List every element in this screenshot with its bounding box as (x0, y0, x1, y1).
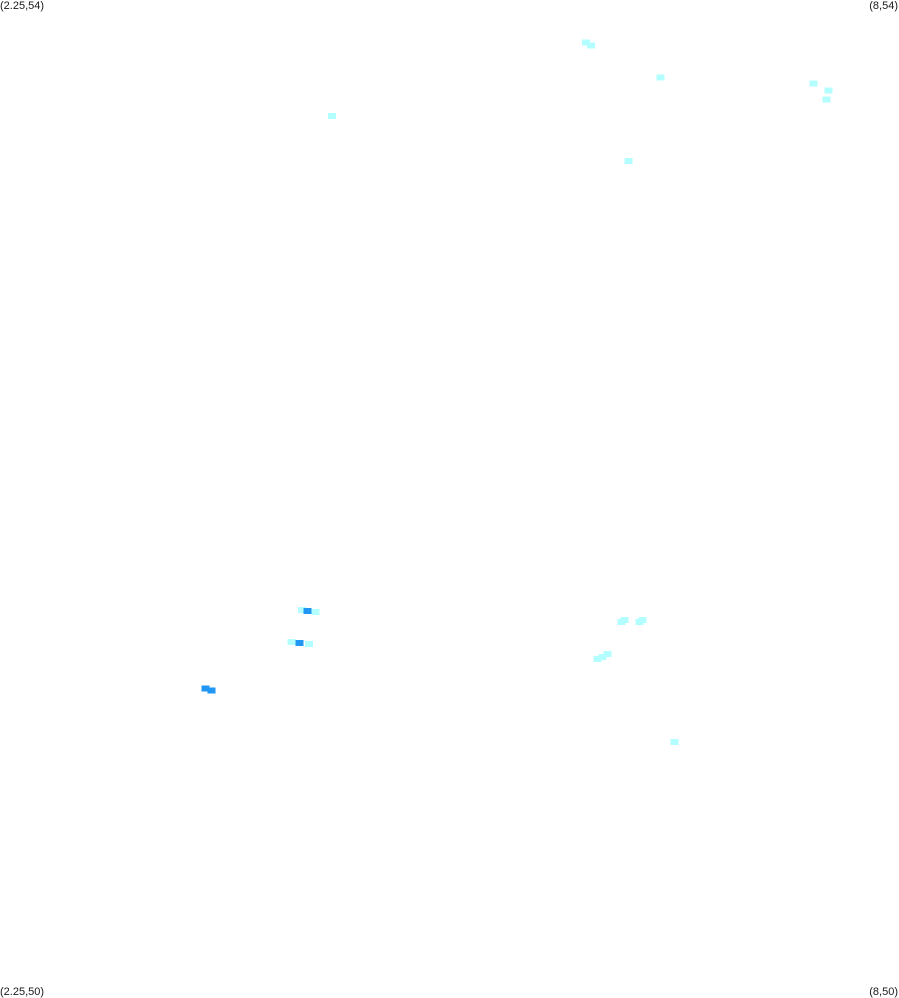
corner-label-bottom-right: (8,50) (869, 986, 898, 998)
raster-cell-low (824, 87, 833, 94)
raster-cell-low (586, 42, 595, 49)
raster-cell-low (598, 654, 607, 661)
raster-cell-high (295, 639, 304, 646)
corner-label-top-left: (2.25,54) (0, 0, 45, 12)
raster-cell-low (297, 607, 306, 614)
raster-cell-low (670, 739, 679, 745)
raster-cell-low (603, 651, 612, 658)
raster-cell-low (822, 96, 831, 103)
corner-label-bottom-left: (2.25,50) (0, 986, 45, 998)
raster-cell-low (304, 640, 313, 647)
raster-cell-low (593, 656, 602, 663)
raster-cell-low (638, 617, 647, 623)
corner-label-top-right: (8,54) (869, 0, 898, 12)
raster-cell-low (620, 617, 629, 623)
raster-cell-low (581, 39, 590, 46)
raster-cell-low (656, 74, 665, 81)
raster-cell-low (327, 113, 336, 119)
raster-cell-high (201, 685, 210, 692)
raster-cell-high (207, 687, 216, 694)
raster-cell-high (303, 608, 312, 614)
raster-cell-low (624, 158, 633, 165)
raster-cell-low (809, 80, 818, 87)
raster-cell-low (287, 638, 296, 645)
raster-cell-low (311, 609, 320, 615)
